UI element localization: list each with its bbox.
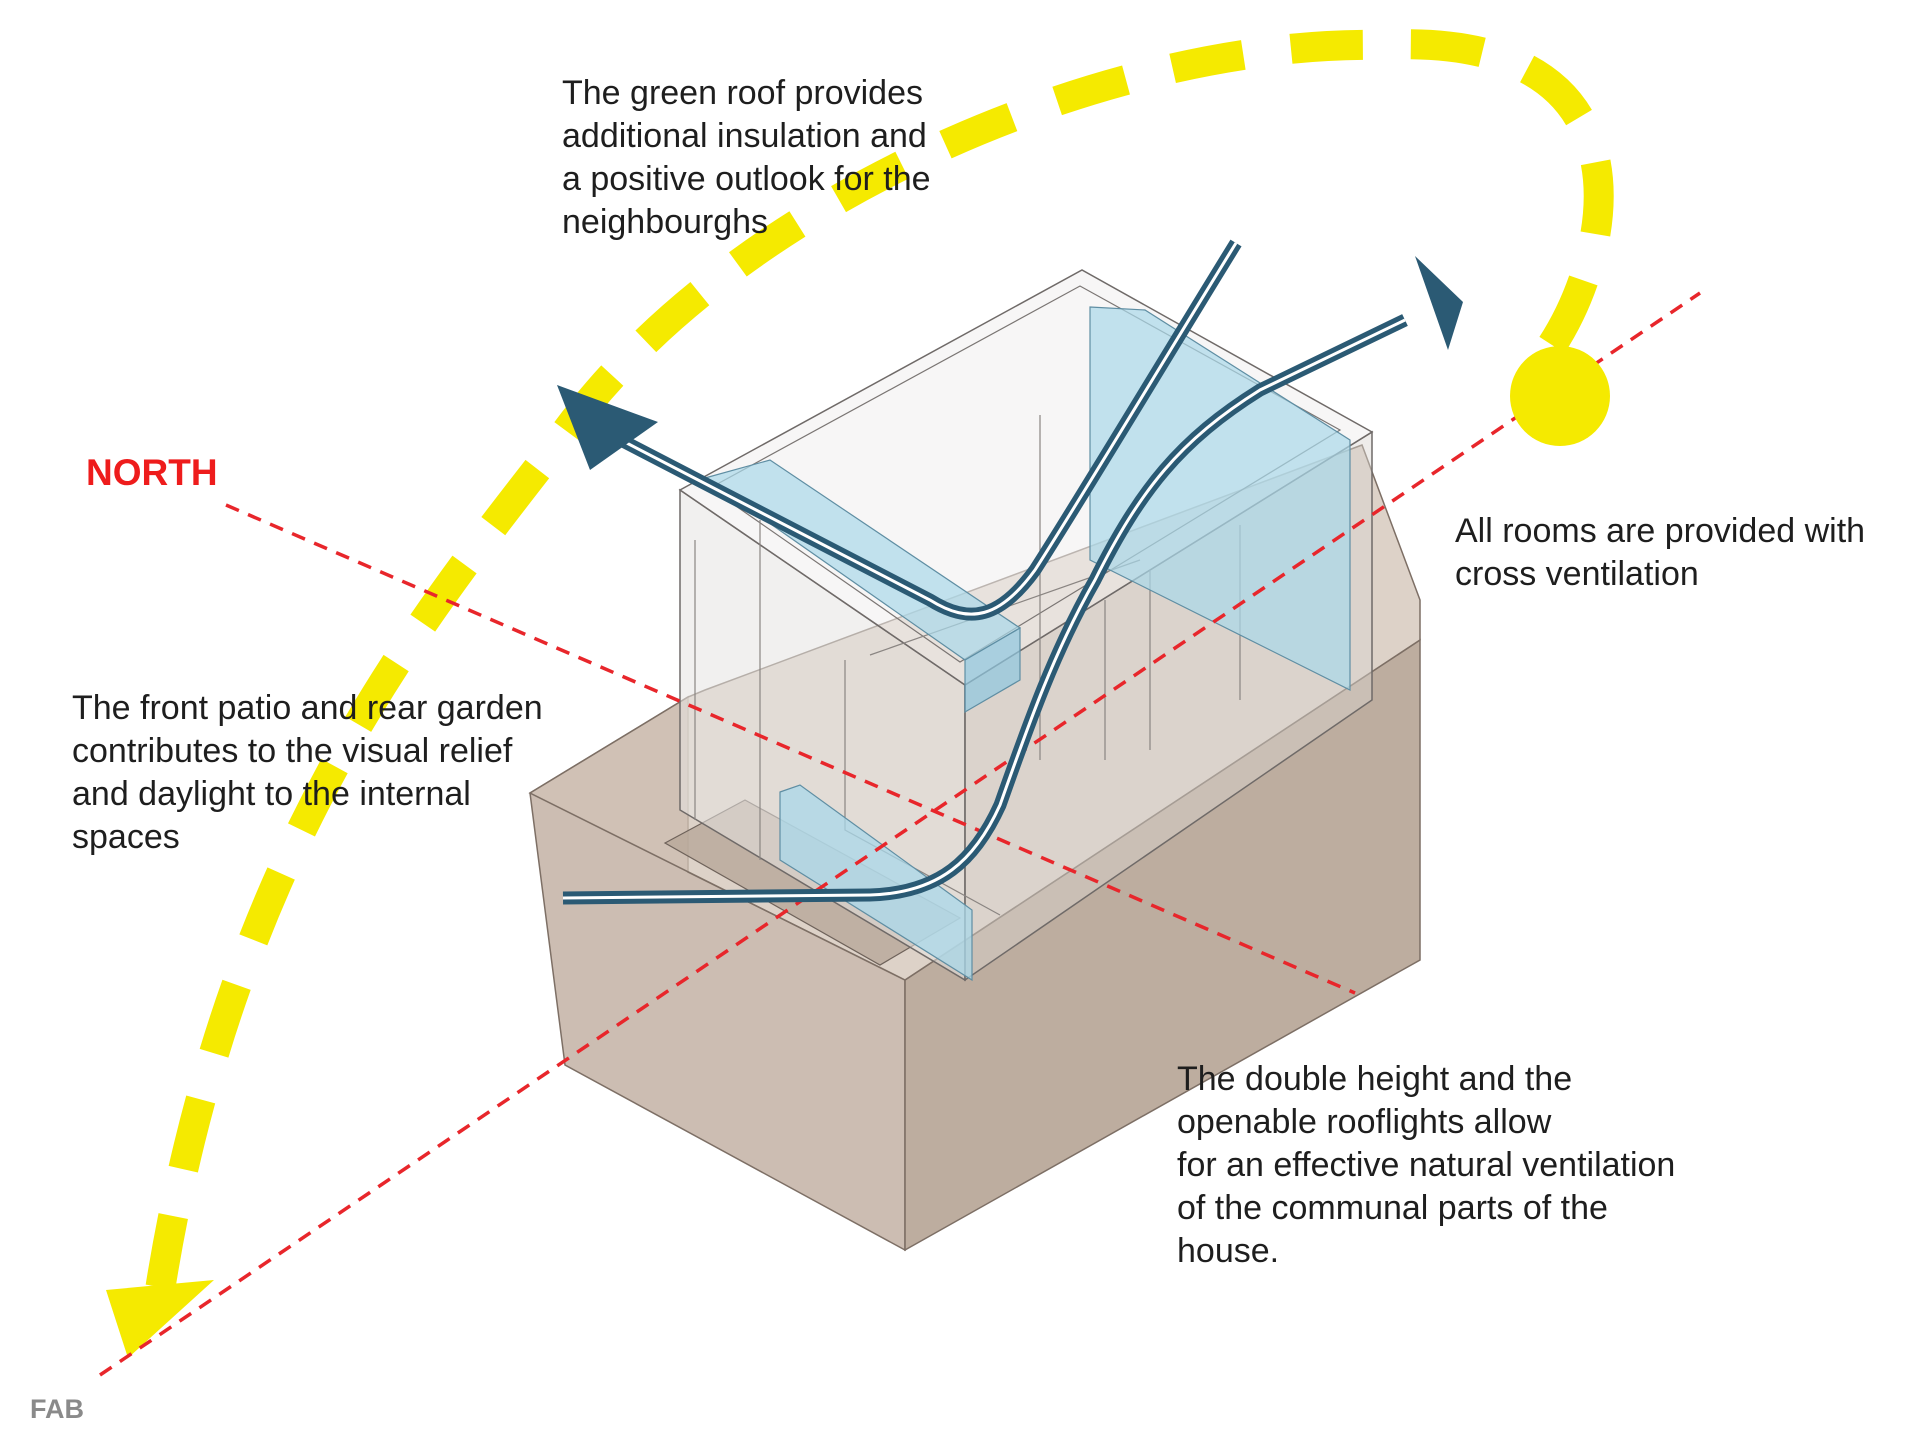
sun-path	[106, 29, 1614, 1358]
sun-icon	[1510, 346, 1610, 446]
airflow-arrow-icon	[1415, 256, 1463, 350]
rooflight-front	[964, 626, 1021, 714]
airflow-arrows	[557, 239, 1463, 905]
north-axis	[99, 291, 1701, 1377]
glazing-lower	[779, 784, 973, 982]
sun-path-arrow-icon	[106, 1280, 214, 1358]
cross-ventilation-annotation: All rooms are provided with cross ventil…	[1455, 512, 1866, 593]
green-roof-annotation: The green roof provides additional insul…	[562, 74, 931, 241]
north-label: NORTH	[86, 452, 218, 493]
airflow-ventilation-path-highlight	[562, 318, 1406, 900]
sun-path-line	[145, 29, 1614, 1293]
north-south-line	[225, 503, 1356, 995]
glazing-rear	[1089, 306, 1351, 691]
brand-logo-text: FAB	[30, 1394, 84, 1424]
patio-garden-annotation: The front patio and rear garden contribu…	[72, 689, 543, 856]
double-height-annotation: The double height and the openable roofl…	[1177, 1060, 1676, 1270]
building-model	[528, 269, 1421, 1252]
airflow-roof-path-highlight	[587, 242, 1238, 616]
airflow-arrow-icon	[557, 385, 658, 470]
east-west-line	[99, 291, 1701, 1377]
green-roof-parapet	[708, 285, 1342, 663]
